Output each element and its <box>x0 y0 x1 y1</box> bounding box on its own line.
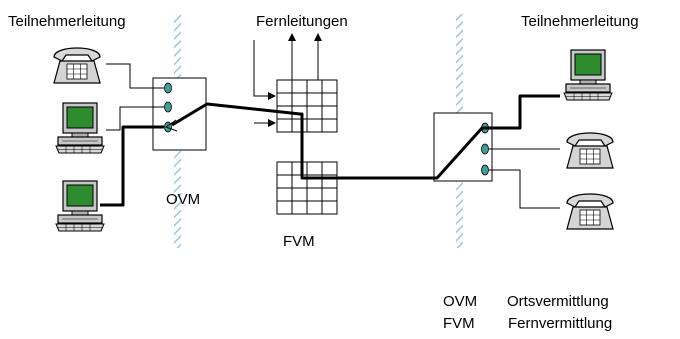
connection-path <box>100 125 164 207</box>
computer-terminal-icon <box>563 49 613 101</box>
telephone-icon <box>566 132 614 169</box>
local-exchange-label: OVM <box>166 191 200 208</box>
legend-abbr-ovm: OVM <box>443 293 477 310</box>
telephone-icon <box>566 193 614 230</box>
subscriber-line <box>106 63 164 89</box>
subscriber-line-right-label: Teilnehmerleitung <box>521 13 639 30</box>
connection-path <box>171 94 560 180</box>
trunk-exchange-matrix-lower <box>276 161 338 215</box>
trunk-exchange-label: FVM <box>283 233 315 250</box>
connection-arrowhead <box>164 119 178 132</box>
port-icon <box>481 164 489 176</box>
legend-text-fvm: Fernvermittlung <box>508 315 612 332</box>
legend-abbr-fvm: FVM <box>443 315 475 332</box>
legend-text-ovm: Ortsvermittlung <box>507 293 609 310</box>
legend: OVM Ortsvermittlung FVM Fernvermittlung <box>443 293 612 332</box>
subscriber-line <box>489 169 560 209</box>
port-icon <box>481 143 489 155</box>
telephone-icon <box>53 47 101 84</box>
computer-terminal-icon <box>55 180 105 232</box>
computer-terminal-icon <box>55 102 105 154</box>
subscriber-line-left-label: Teilnehmerleitung <box>8 13 126 30</box>
port-icon <box>164 82 172 94</box>
port-icon <box>164 101 172 113</box>
local-exchange-left-box <box>152 77 207 151</box>
subscriber-line <box>106 106 164 131</box>
trunk-exchange-matrix-upper <box>276 79 338 133</box>
trunk-lines-label: Fernleitungen <box>256 13 348 30</box>
incoming-line-arrow <box>253 40 276 100</box>
